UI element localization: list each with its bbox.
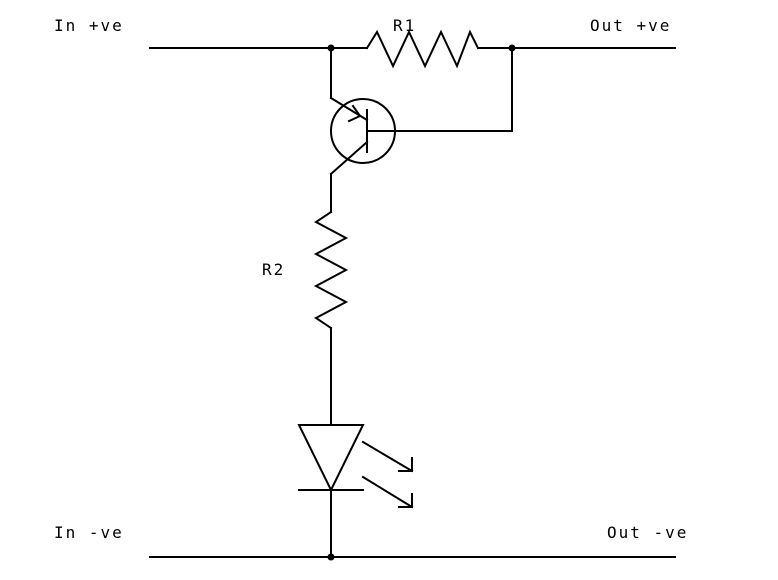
label-in-positive: In +ve [54,16,124,35]
resistor-r2 [313,210,349,330]
light-arrow-upper [361,440,414,473]
light-arrow-lower [361,475,414,509]
led-symbol [297,424,414,509]
label-out-negative: Out -ve [607,523,688,542]
led-triangle [297,424,365,493]
light-arrow-upper-head-icon [398,457,413,472]
label-in-negative: In -ve [54,523,124,542]
resistor-r1 [365,29,480,69]
label-out-positive: Out +ve [590,16,671,35]
label-r1: R1 [393,16,416,35]
transistor-symbol [329,47,396,176]
transistor-body [330,98,396,164]
label-r2: R2 [262,260,285,279]
light-arrow-lower-head-icon [398,493,413,508]
emitter-arrow-icon [347,104,362,123]
transistor-collector [329,140,369,176]
